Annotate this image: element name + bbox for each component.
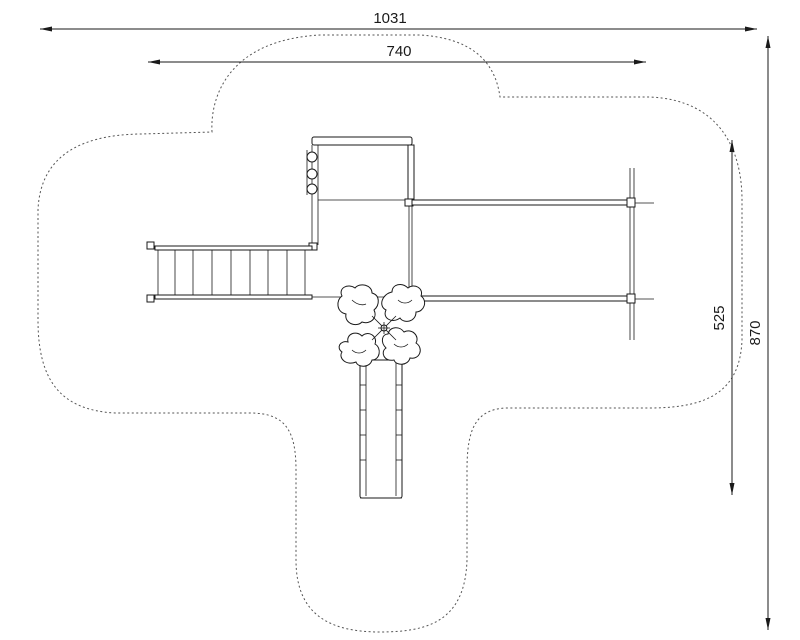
right-beam-structure	[411, 168, 654, 340]
overall-depth-label: 870	[747, 320, 764, 345]
dimension-structure-depth: 525	[711, 140, 735, 495]
dimension-overall-depth: 870	[747, 36, 771, 630]
leaf-vein-details	[351, 299, 413, 354]
structure-width-label: 740	[386, 43, 411, 60]
leaf-panel-bottom-left	[338, 332, 380, 367]
dimension-structure-width: 740	[148, 43, 646, 65]
horizontal-ladder	[146, 241, 313, 303]
slide	[359, 359, 403, 499]
upper-tower-frame	[308, 136, 415, 296]
central-hub	[371, 315, 397, 341]
climbing-holds	[306, 150, 318, 195]
overall-width-label: 1031	[373, 10, 406, 27]
dimension-overall-width: 1031	[40, 10, 757, 32]
leaf-panel-bottom-right	[381, 327, 421, 365]
safety-zone-outline	[37, 34, 743, 633]
decorative-leaf-panels	[337, 284, 426, 367]
leaf-panel-top-left	[337, 284, 379, 326]
structure-depth-label: 525	[711, 305, 728, 330]
